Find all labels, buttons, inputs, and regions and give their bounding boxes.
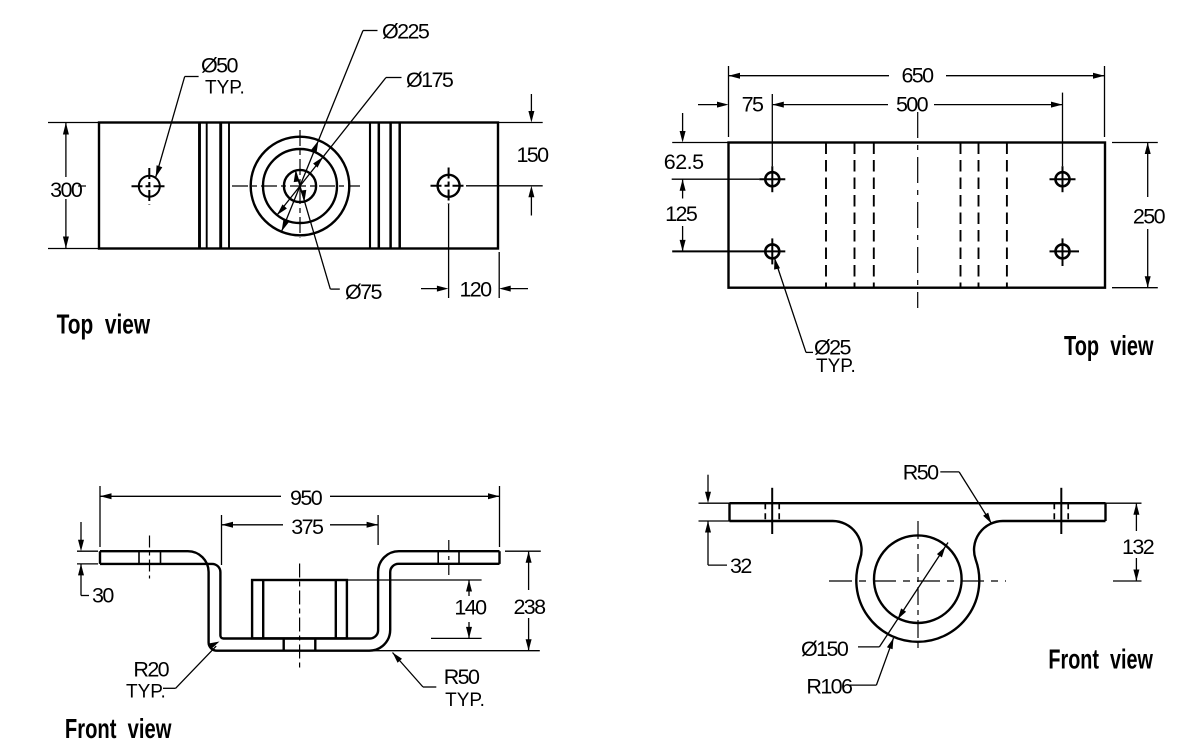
svg-text:500: 500 xyxy=(896,93,929,117)
svg-text:300: 300 xyxy=(50,178,83,202)
svg-text:TYP.: TYP. xyxy=(445,690,485,711)
svg-text:238: 238 xyxy=(513,595,546,619)
svg-text:Ø225: Ø225 xyxy=(382,20,430,44)
svg-text:TYP.: TYP. xyxy=(816,356,856,377)
svg-text:TYP.: TYP. xyxy=(205,78,245,99)
svg-text:Ø150: Ø150 xyxy=(801,637,849,661)
svg-text:Front view: Front view xyxy=(1048,644,1153,675)
svg-text:Top view: Top view xyxy=(1064,330,1154,361)
svg-text:650: 650 xyxy=(901,64,934,88)
svg-text:75: 75 xyxy=(742,93,764,117)
svg-text:950: 950 xyxy=(290,486,323,510)
svg-text:R50: R50 xyxy=(444,665,480,689)
svg-text:250: 250 xyxy=(1133,205,1166,229)
svg-text:120: 120 xyxy=(459,278,492,302)
svg-text:150: 150 xyxy=(516,143,549,167)
svg-text:Ø25: Ø25 xyxy=(814,336,851,360)
svg-text:Ø50: Ø50 xyxy=(201,54,238,78)
svg-text:62.5: 62.5 xyxy=(664,150,704,174)
svg-text:Top view: Top view xyxy=(57,309,151,340)
svg-text:Ø175: Ø175 xyxy=(406,68,454,92)
svg-text:R106: R106 xyxy=(806,675,853,699)
svg-text:Ø75: Ø75 xyxy=(345,280,382,304)
svg-text:140: 140 xyxy=(454,596,487,620)
svg-text:32: 32 xyxy=(730,554,751,578)
svg-text:30: 30 xyxy=(92,584,114,608)
svg-text:132: 132 xyxy=(1122,535,1154,559)
svg-text:R50: R50 xyxy=(903,461,939,485)
svg-text:375: 375 xyxy=(291,515,324,539)
svg-text:125: 125 xyxy=(665,202,698,226)
svg-text:R20: R20 xyxy=(133,658,169,682)
svg-text:TYP.: TYP. xyxy=(126,682,166,703)
svg-text:Front view: Front view xyxy=(65,713,172,744)
